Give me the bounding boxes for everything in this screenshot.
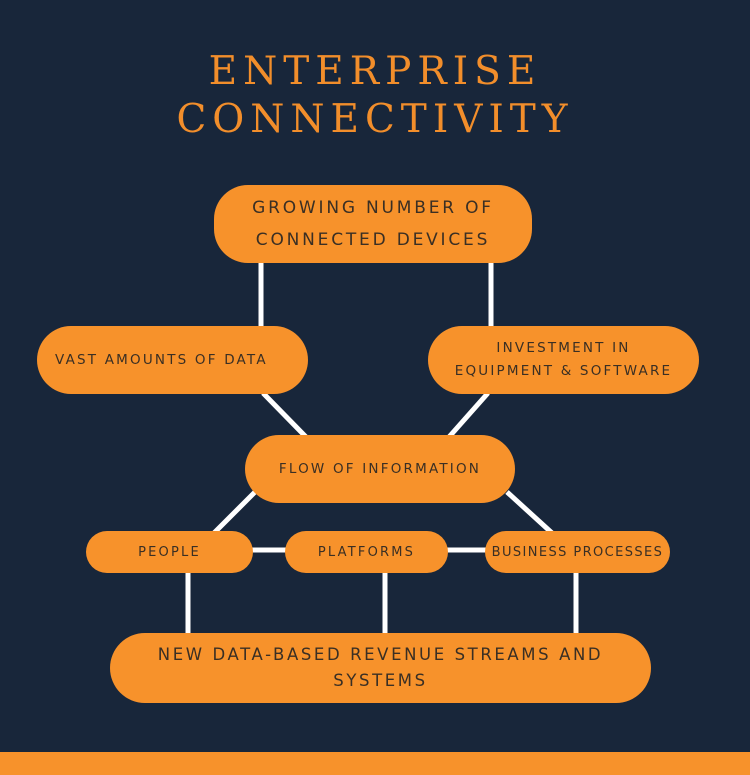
node-people-label: PEOPLE bbox=[138, 544, 201, 560]
node-investment-line-1: INVESTMENT IN bbox=[496, 340, 631, 356]
node-investment: INVESTMENT IN EQUIPMENT & SOFTWARE bbox=[428, 326, 699, 394]
connector-investment-to-flow bbox=[447, 391, 490, 439]
title-line-2: CONNECTIVITY bbox=[176, 97, 574, 142]
node-revenue-line-1: NEW DATA-BASED REVENUE STREAMS AND bbox=[157, 645, 604, 664]
node-business-label: BUSINESS PROCESSES bbox=[491, 544, 664, 560]
node-flow-label: FLOW OF INFORMATION bbox=[278, 461, 482, 477]
diagram-title: ENTERPRISE CONNECTIVITY bbox=[0, 48, 750, 144]
node-vast-data: VAST AMOUNTS OF DATA bbox=[37, 326, 308, 394]
footer-accent-bar bbox=[0, 752, 750, 775]
node-growing-devices: GROWING NUMBER OF CONNECTED DEVICES bbox=[214, 185, 532, 263]
node-business-processes: BUSINESS PROCESSES bbox=[485, 531, 670, 573]
node-revenue-streams: NEW DATA-BASED REVENUE STREAMS AND SYSTE… bbox=[110, 633, 651, 703]
connector-flow-to-business bbox=[505, 490, 554, 535]
node-investment-line-2: EQUIPMENT & SOFTWARE bbox=[454, 363, 673, 379]
node-growing-line-1: GROWING NUMBER OF bbox=[252, 198, 494, 218]
node-people: PEOPLE bbox=[86, 531, 253, 573]
node-revenue-line-2: SYSTEMS bbox=[333, 671, 428, 690]
node-growing-line-2: CONNECTED DEVICES bbox=[255, 230, 491, 250]
node-flow-of-information: FLOW OF INFORMATION bbox=[245, 435, 515, 503]
title-line-1: ENTERPRISE bbox=[208, 49, 542, 94]
node-platforms-label: PLATFORMS bbox=[317, 544, 416, 560]
connector-vast-to-flow bbox=[261, 391, 308, 439]
connector-flow-to-people bbox=[212, 490, 257, 535]
node-platforms: PLATFORMS bbox=[285, 531, 448, 573]
node-vast-label: VAST AMOUNTS OF DATA bbox=[55, 352, 268, 368]
